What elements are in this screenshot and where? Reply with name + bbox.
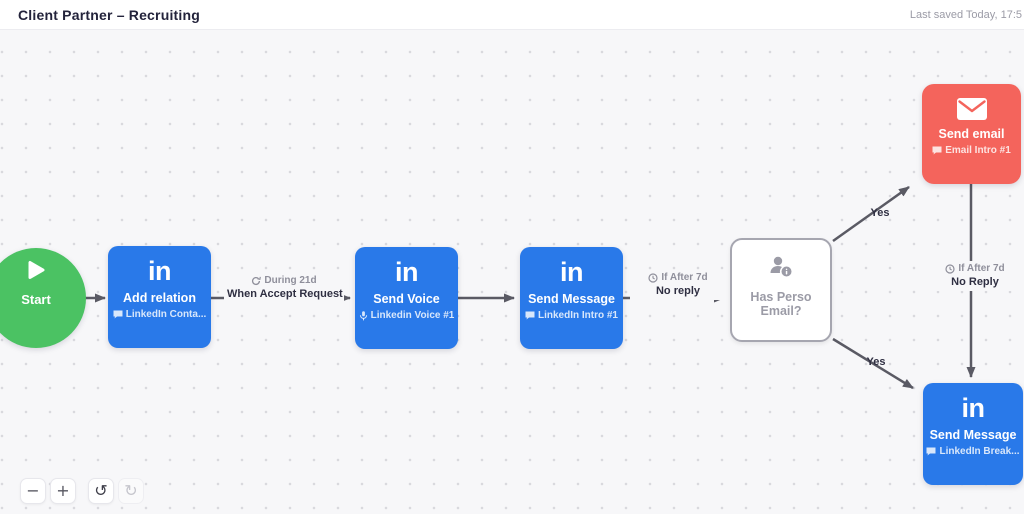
header: Client Partner – Recruiting Last saved T… xyxy=(0,0,1024,30)
node-title: Send email xyxy=(938,127,1005,141)
edge-label-no-reply-2: If After 7d No Reply xyxy=(935,261,1015,291)
page-title: Client Partner – Recruiting xyxy=(18,6,200,23)
node-add-relation[interactable]: in Add relation LinkedIn Conta... xyxy=(108,246,211,348)
linkedin-icon: in xyxy=(395,257,419,287)
edge-condition: If After 7d xyxy=(661,272,708,283)
clock-icon xyxy=(945,263,955,274)
edge-label-yes-bottom: Yes xyxy=(866,356,886,368)
node-send-voice[interactable]: in Send Voice Linkedin Voice #1 xyxy=(355,247,458,349)
zoom-out-button[interactable]: − xyxy=(20,478,46,504)
flow-canvas[interactable]: During 21d When Accept Request If After … xyxy=(0,30,1024,514)
node-subtitle: LinkedIn Conta... xyxy=(125,309,207,320)
node-subtitle: Email Intro #1 xyxy=(945,145,1011,156)
repeat-icon xyxy=(252,276,262,285)
chat-icon xyxy=(926,447,936,456)
node-title: Send Message xyxy=(528,292,615,306)
canvas-controls: − + ↺ ↻ xyxy=(20,478,144,504)
node-title: Has Perso Email? xyxy=(750,290,812,318)
microphone-icon xyxy=(359,310,367,320)
node-title: Start xyxy=(21,292,51,307)
node-send-message-breakup[interactable]: in Send Message LinkedIn Break... xyxy=(923,383,1023,485)
person-info-icon xyxy=(770,256,792,277)
node-has-perso-email[interactable]: Has Perso Email? xyxy=(730,238,832,342)
edge-event: No Reply xyxy=(951,276,999,288)
chat-icon xyxy=(932,146,942,155)
linkedin-icon: in xyxy=(148,256,172,286)
linkedin-icon: in xyxy=(961,393,986,423)
node-subtitle: LinkedIn Intro #1 xyxy=(537,310,618,321)
node-send-message-intro[interactable]: in Send Message LinkedIn Intro #1 xyxy=(520,247,623,349)
edge-label-accept-request: During 21d When Accept Request xyxy=(224,273,344,303)
node-subtitle: LinkedIn Break... xyxy=(939,446,1020,457)
undo-button[interactable]: ↺ xyxy=(88,478,114,504)
node-start[interactable]: Start xyxy=(0,248,86,348)
node-send-email[interactable]: Send email Email Intro #1 xyxy=(922,84,1021,184)
play-icon xyxy=(28,261,45,279)
linkedin-icon: in xyxy=(560,257,584,287)
chat-icon xyxy=(525,311,535,320)
node-subtitle: Linkedin Voice #1 xyxy=(370,310,455,321)
node-title: Add relation xyxy=(123,291,196,305)
edge-condition: If After 7d xyxy=(958,263,1005,274)
last-saved-status: Last saved Today, 17:5 xyxy=(909,8,1022,21)
envelope-icon xyxy=(956,98,987,120)
redo-button[interactable]: ↻ xyxy=(118,478,144,504)
edge-event: No reply xyxy=(655,285,700,297)
node-title: Send Message xyxy=(929,428,1017,442)
node-title: Send Voice xyxy=(373,292,440,306)
edge-label-no-reply-1: If After 7d No reply xyxy=(630,270,726,300)
edge-condition: During 21d xyxy=(264,275,317,286)
edge-label-yes-top: Yes xyxy=(870,207,890,219)
chat-icon xyxy=(113,310,123,319)
edge-event: When Accept Request xyxy=(227,288,343,300)
clock-icon xyxy=(648,272,658,283)
zoom-in-button[interactable]: + xyxy=(50,478,76,504)
